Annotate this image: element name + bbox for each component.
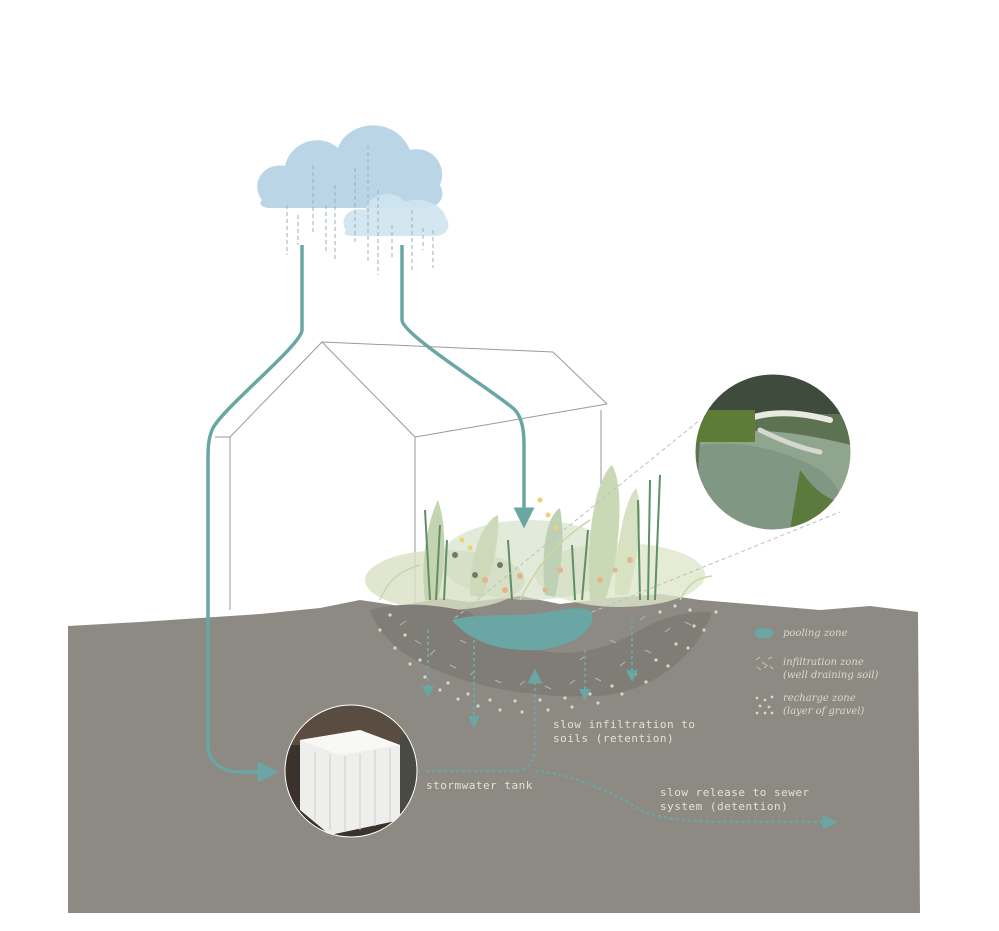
slow-infiltration-label: slow infiltration to soils (retention) <box>553 718 695 746</box>
stormwater-tank-text: stormwater tank <box>426 779 533 792</box>
slow-infiltration-line-1: slow infiltration to <box>553 718 695 732</box>
legend-infiltration-zone: infiltration zone (well draining soil) <box>783 656 878 682</box>
slow-release-line-2: system (detention) <box>660 800 810 814</box>
legend-pooling-zone-text: pooling zone <box>783 628 848 639</box>
pooling-zone-icon <box>753 626 775 640</box>
infiltration-zone-icon <box>753 656 775 672</box>
tank-photo <box>285 705 417 837</box>
legend-pooling-zone: pooling zone <box>783 627 848 640</box>
slow-release-line-1: slow release to sewer <box>660 786 810 800</box>
pond-photo <box>695 374 851 530</box>
recharge-zone-icon <box>753 694 775 716</box>
rain-garden-plants <box>365 465 712 610</box>
downspout-flow-to-garden <box>402 245 524 518</box>
legend-recharge-line-2: (layer of gravel) <box>783 705 864 718</box>
rain-cloud-icon <box>257 125 442 208</box>
stormwater-tank-label: stormwater tank <box>426 779 533 793</box>
legend-infiltration-line-1: infiltration zone <box>783 656 878 669</box>
legend-recharge-zone: recharge zone (layer of gravel) <box>783 692 864 718</box>
legend-infiltration-line-2: (well draining soil) <box>783 669 878 682</box>
slow-infiltration-line-2: soils (retention) <box>553 732 695 746</box>
slow-release-label: slow release to sewer system (detention) <box>660 786 810 814</box>
legend-recharge-line-1: recharge zone <box>783 692 864 705</box>
